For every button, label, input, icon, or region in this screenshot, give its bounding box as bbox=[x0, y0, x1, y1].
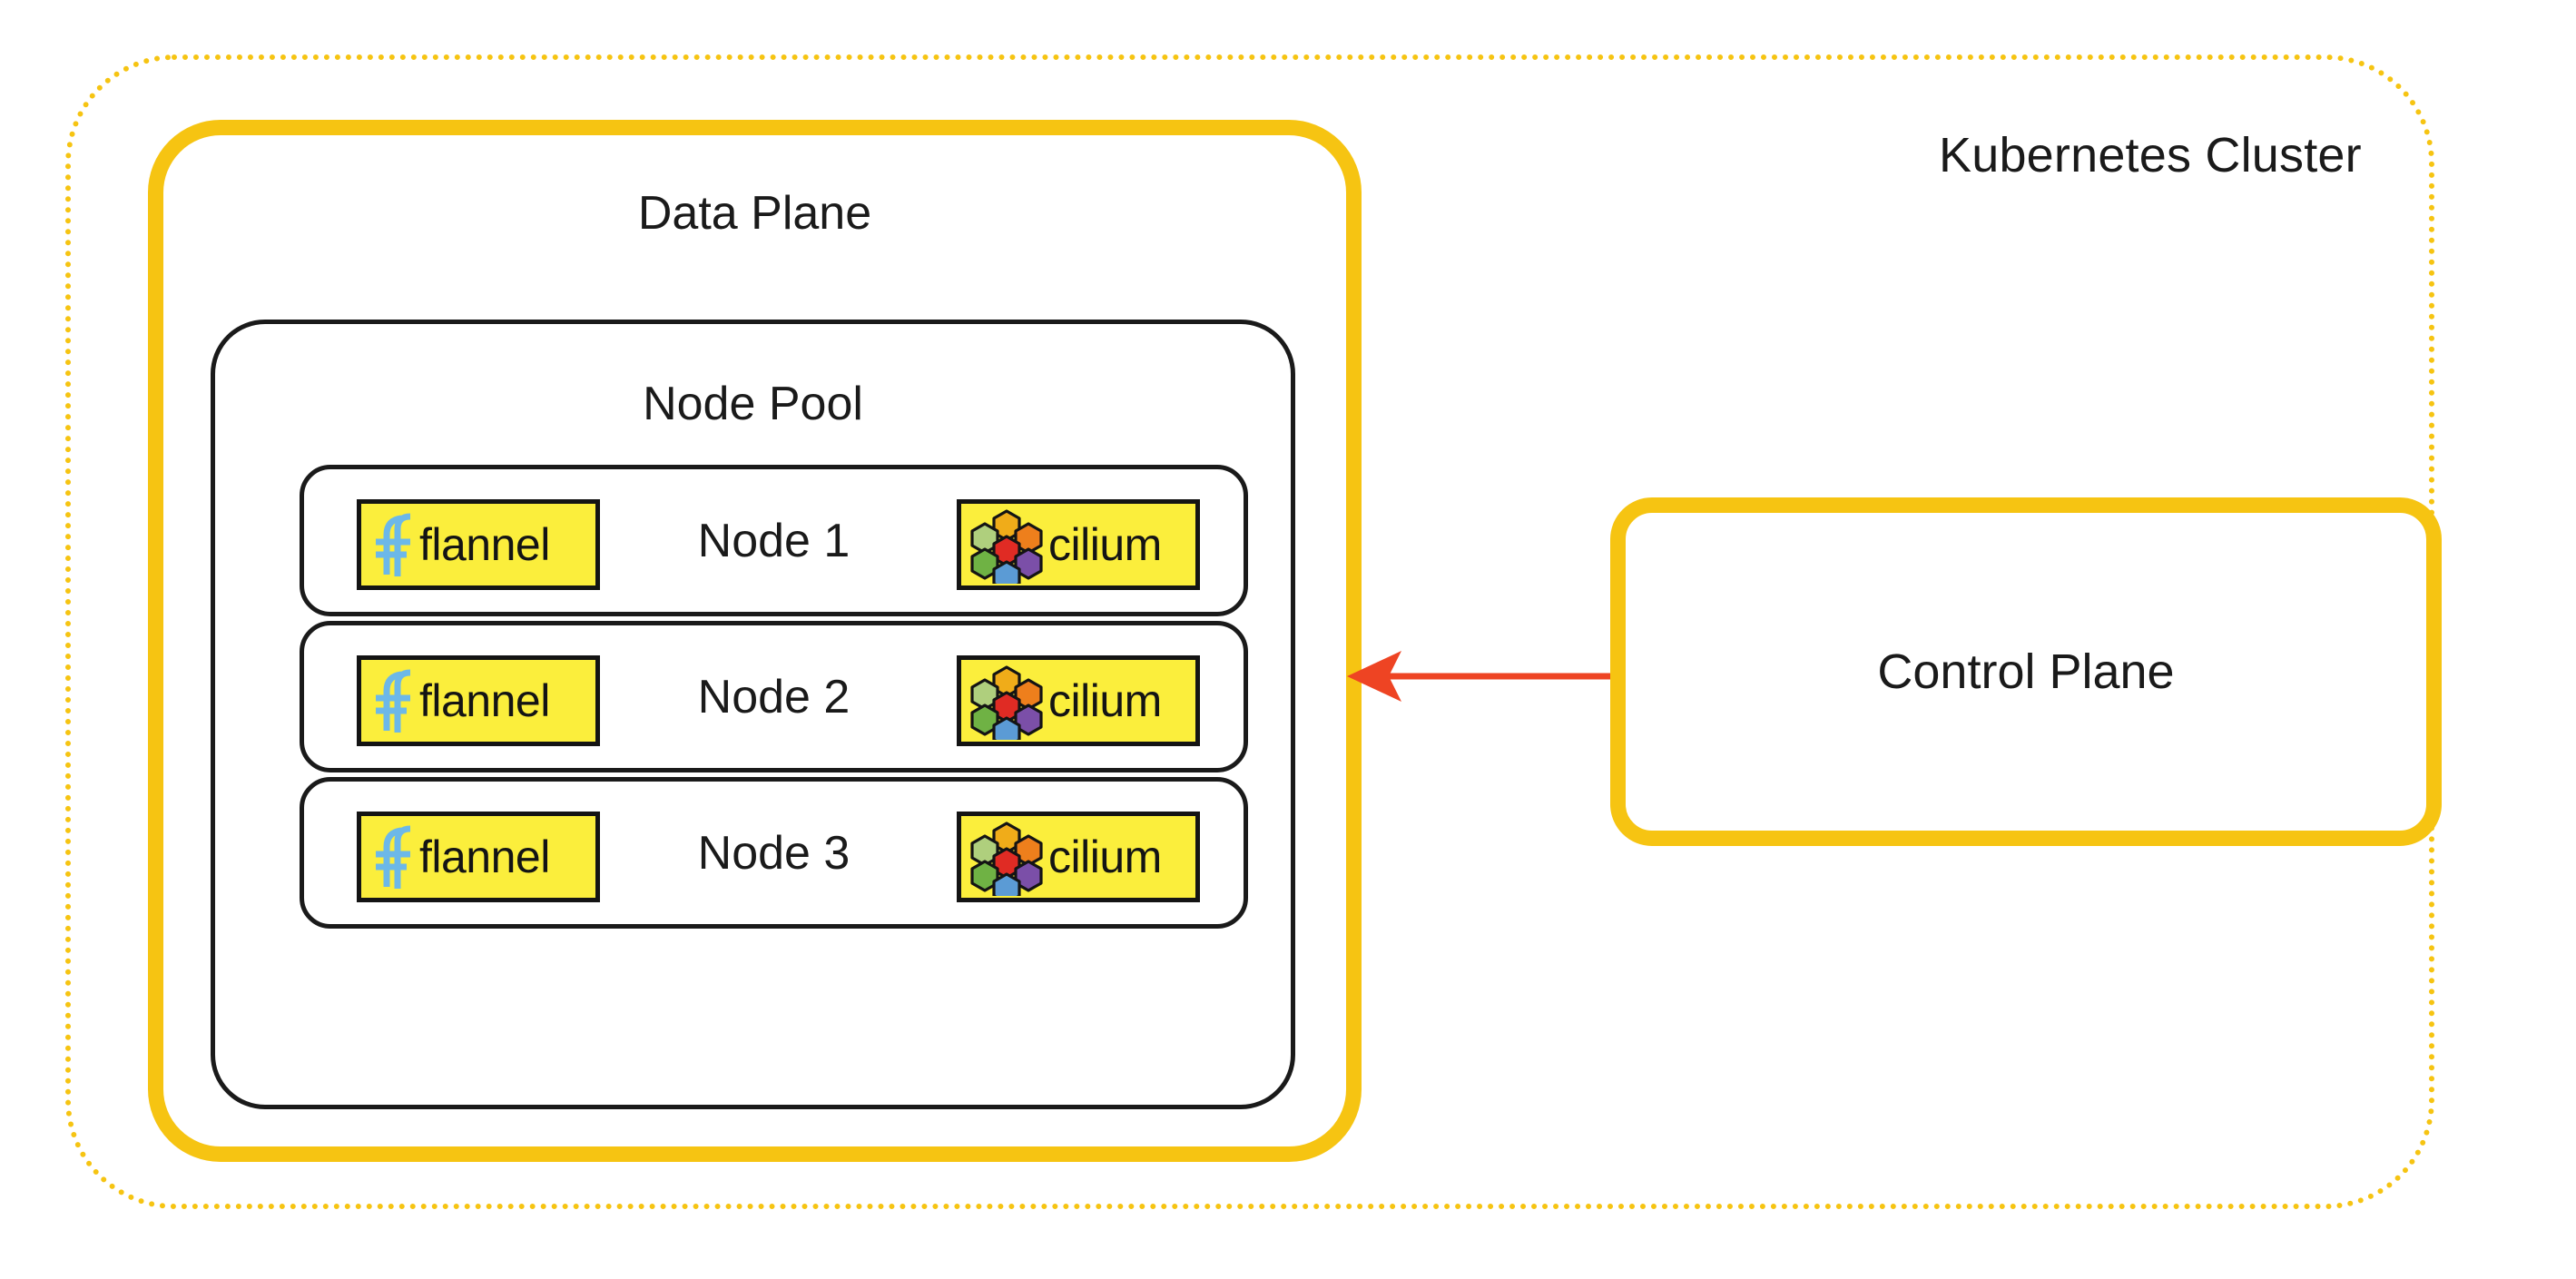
control-plane-box: Control Plane bbox=[1610, 497, 2442, 846]
control-plane-to-data-plane-arrow bbox=[1347, 651, 1625, 702]
flannel-logo-text: flannel bbox=[419, 519, 550, 570]
node-row[interactable]: flannel Node 1 cilium bbox=[300, 465, 1248, 616]
cilium-logo-text: cilium bbox=[1048, 831, 1162, 882]
control-plane-label: Control Plane bbox=[1877, 644, 2175, 699]
flannel-logo-badge: flannel bbox=[357, 655, 600, 746]
node-pool-label: Node Pool bbox=[643, 378, 863, 430]
cilium-logo-badge: cilium bbox=[957, 499, 1200, 590]
cilium-logo-badge: cilium bbox=[957, 812, 1200, 902]
cilium-logo-text: cilium bbox=[1048, 519, 1162, 570]
node-row[interactable]: flannel Node 2 cilium bbox=[300, 621, 1248, 772]
flannel-icon bbox=[376, 669, 411, 733]
cilium-icon bbox=[970, 822, 1043, 896]
kubernetes-cluster-label: Kubernetes Cluster bbox=[1939, 128, 2362, 182]
cilium-icon bbox=[970, 509, 1043, 584]
cilium-logo-badge: cilium bbox=[957, 655, 1200, 746]
cilium-icon bbox=[970, 665, 1043, 740]
flannel-logo-badge: flannel bbox=[357, 812, 600, 902]
cilium-logo-text: cilium bbox=[1048, 675, 1162, 726]
flannel-logo-text: flannel bbox=[419, 831, 550, 882]
flannel-icon bbox=[376, 825, 411, 889]
flannel-logo-text: flannel bbox=[419, 675, 550, 726]
node-row[interactable]: flannel Node 3 cilium bbox=[300, 777, 1248, 929]
flannel-logo-badge: flannel bbox=[357, 499, 600, 590]
flannel-icon bbox=[376, 513, 411, 576]
data-plane-label: Data Plane bbox=[637, 187, 872, 240]
